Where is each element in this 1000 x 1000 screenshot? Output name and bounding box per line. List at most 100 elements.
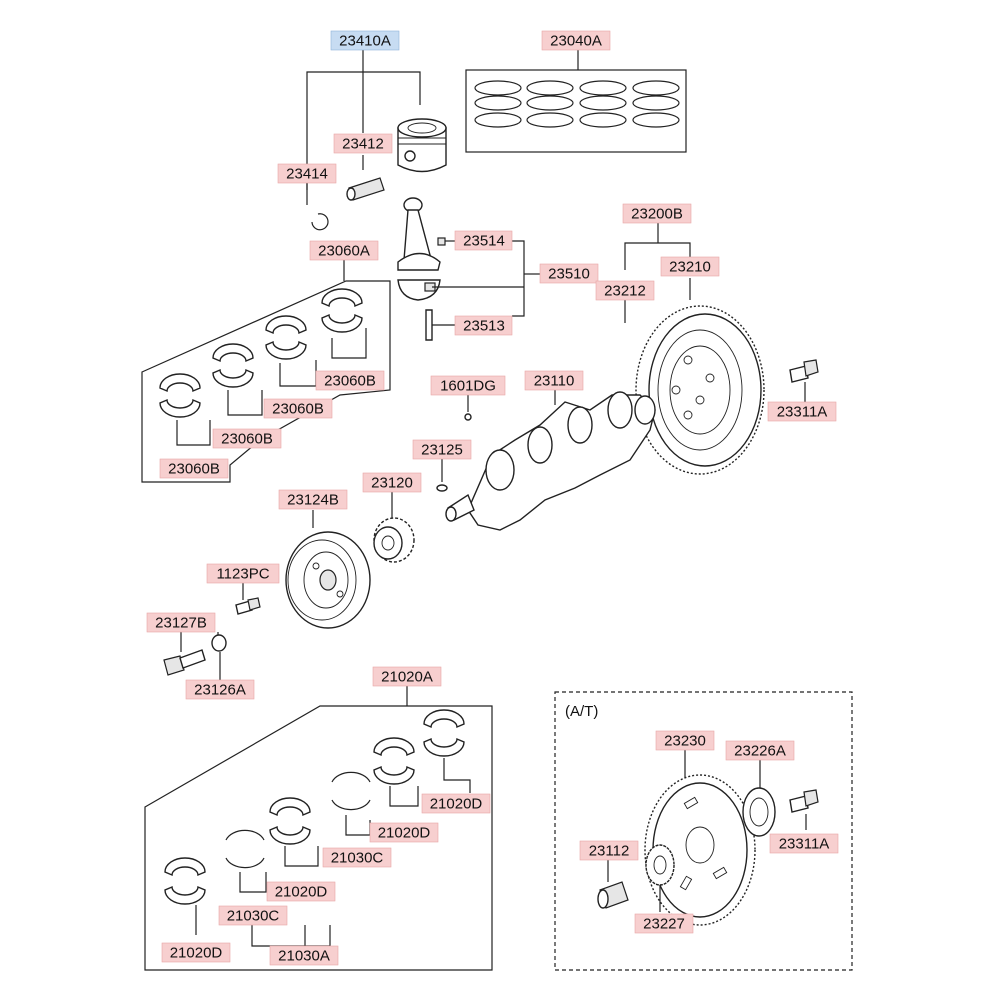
- svg-text:21030C: 21030C: [331, 850, 384, 867]
- svg-text:21020A: 21020A: [381, 669, 433, 686]
- svg-text:1601DG: 1601DG: [440, 378, 496, 395]
- label-21030C-2[interactable]: 21030C: [218, 905, 288, 926]
- label-21020D-1[interactable]: 21020D: [421, 793, 491, 814]
- pulley-bolt-small[interactable]: [235, 597, 261, 615]
- rod-bearing-group: [141, 260, 391, 483]
- svg-text:23060B: 23060B: [272, 401, 324, 418]
- piston-assembly-group: [306, 50, 447, 231]
- svg-text:23125: 23125: [421, 442, 463, 459]
- svg-text:21030C: 21030C: [227, 908, 280, 925]
- label-23212[interactable]: 23212: [595, 280, 655, 301]
- label-23230[interactable]: 23230: [655, 730, 715, 751]
- label-23060B-1[interactable]: 23060B: [315, 370, 385, 391]
- automatic-transmission-group: (A/T): [554, 691, 853, 971]
- svg-text:23210: 23210: [669, 259, 711, 276]
- svg-text:23230: 23230: [664, 733, 706, 750]
- svg-text:21020D: 21020D: [275, 884, 328, 901]
- label-23124B[interactable]: 23124B: [278, 489, 348, 510]
- damper-pulley-group: [235, 510, 371, 629]
- crankshaft-sprocket[interactable]: [373, 517, 415, 563]
- flywheel[interactable]: [635, 305, 765, 475]
- pulley-bolt-group: [163, 632, 227, 680]
- label-1601DG[interactable]: 1601DG: [430, 375, 506, 396]
- label-23060B-2[interactable]: 23060B: [263, 398, 333, 419]
- svg-text:23200B: 23200B: [631, 206, 683, 223]
- label-23040A[interactable]: 23040A: [541, 30, 611, 51]
- crankshaft-key[interactable]: [436, 484, 448, 492]
- svg-text:23510: 23510: [548, 266, 590, 283]
- svg-text:23060B: 23060B: [168, 461, 220, 478]
- label-23514[interactable]: 23514: [454, 230, 513, 251]
- label-21020D-2[interactable]: 21020D: [369, 822, 439, 843]
- pulley-bolt[interactable]: [163, 649, 206, 676]
- svg-text:21020D: 21020D: [430, 796, 483, 813]
- snap-ring[interactable]: [311, 213, 329, 231]
- svg-text:23414: 23414: [286, 166, 328, 183]
- svg-text:23226A: 23226A: [734, 743, 786, 760]
- label-23226A[interactable]: 23226A: [725, 740, 795, 761]
- crankshaft-group: [436, 390, 656, 531]
- crankshaft-plug[interactable]: [464, 413, 472, 421]
- main-bearing-group: [144, 686, 493, 971]
- label-21020D-3[interactable]: 21020D: [266, 881, 336, 902]
- svg-text:23126A: 23126A: [194, 682, 246, 699]
- ring-set-graphics[interactable]: [474, 80, 680, 128]
- drive-plate-adapter-plate[interactable]: [742, 787, 776, 837]
- svg-text:23060B: 23060B: [324, 373, 376, 390]
- piston[interactable]: [397, 118, 447, 173]
- label-1123PC[interactable]: 1123PC: [206, 563, 280, 584]
- label-23112[interactable]: 23112: [579, 840, 639, 861]
- label-23414[interactable]: 23414: [277, 163, 337, 184]
- svg-text:23410A: 23410A: [339, 33, 391, 50]
- damper-pulley[interactable]: [285, 531, 371, 629]
- drive-plate[interactable]: [644, 774, 756, 926]
- svg-text:23514: 23514: [463, 233, 505, 250]
- label-23127B[interactable]: 23127B: [146, 612, 216, 633]
- label-23060A[interactable]: 23060A: [309, 240, 379, 261]
- svg-text:23412: 23412: [342, 136, 384, 153]
- svg-text:23120: 23120: [371, 475, 413, 492]
- label-23210[interactable]: 23210: [660, 256, 720, 277]
- connecting-rod[interactable]: [397, 197, 441, 341]
- piston-ring-set: [465, 50, 687, 153]
- main-bearing-set-graphics[interactable]: [164, 709, 471, 935]
- flywheel-bolt[interactable]: [789, 359, 819, 383]
- svg-text:21020D: 21020D: [170, 945, 223, 962]
- label-21030A[interactable]: 21030A: [269, 945, 339, 966]
- label-23120[interactable]: 23120: [362, 472, 422, 493]
- drive-plate-reinforcement[interactable]: [645, 844, 675, 886]
- label-23410A[interactable]: 23410A: [330, 30, 400, 51]
- label-23125[interactable]: 23125: [412, 439, 472, 460]
- svg-text:23110: 23110: [534, 373, 575, 390]
- connecting-rod-group: [397, 197, 540, 341]
- rod-bearing-set-graphics[interactable]: [159, 288, 367, 446]
- label-23513[interactable]: 23513: [454, 315, 513, 336]
- label-23126A[interactable]: 23126A: [185, 679, 255, 700]
- label-23200B[interactable]: 23200B: [622, 203, 692, 224]
- svg-text:23212: 23212: [604, 283, 646, 300]
- label-23227[interactable]: 23227: [634, 913, 694, 934]
- label-23110[interactable]: 23110: [524, 370, 584, 391]
- label-21020D-4[interactable]: 21020D: [161, 942, 231, 963]
- svg-text:23124B: 23124B: [287, 492, 339, 509]
- pilot-bushing[interactable]: [597, 881, 629, 909]
- label-21020A[interactable]: 21020A: [372, 666, 442, 687]
- piston-pin[interactable]: [346, 177, 385, 201]
- svg-text:1123PC: 1123PC: [216, 566, 269, 583]
- label-23311A-1[interactable]: 23311A: [767, 401, 837, 422]
- label-21030C-1[interactable]: 21030C: [322, 847, 392, 868]
- svg-text:23060B: 23060B: [221, 431, 273, 448]
- label-23412[interactable]: 23412: [333, 133, 393, 154]
- label-23060B-3[interactable]: 23060B: [212, 428, 282, 449]
- label-23510[interactable]: 23510: [539, 263, 599, 284]
- label-23311A-2[interactable]: 23311A: [769, 833, 839, 854]
- label-23060B-4[interactable]: 23060B: [159, 458, 229, 479]
- crankshaft[interactable]: [445, 391, 656, 531]
- svg-text:23311A: 23311A: [779, 836, 830, 853]
- svg-text:23311A: 23311A: [777, 404, 828, 421]
- pulley-washer[interactable]: [211, 634, 227, 652]
- svg-text:23513: 23513: [463, 318, 505, 335]
- rod-bolt-nut[interactable]: [437, 237, 446, 246]
- drive-plate-bolt[interactable]: [789, 789, 819, 813]
